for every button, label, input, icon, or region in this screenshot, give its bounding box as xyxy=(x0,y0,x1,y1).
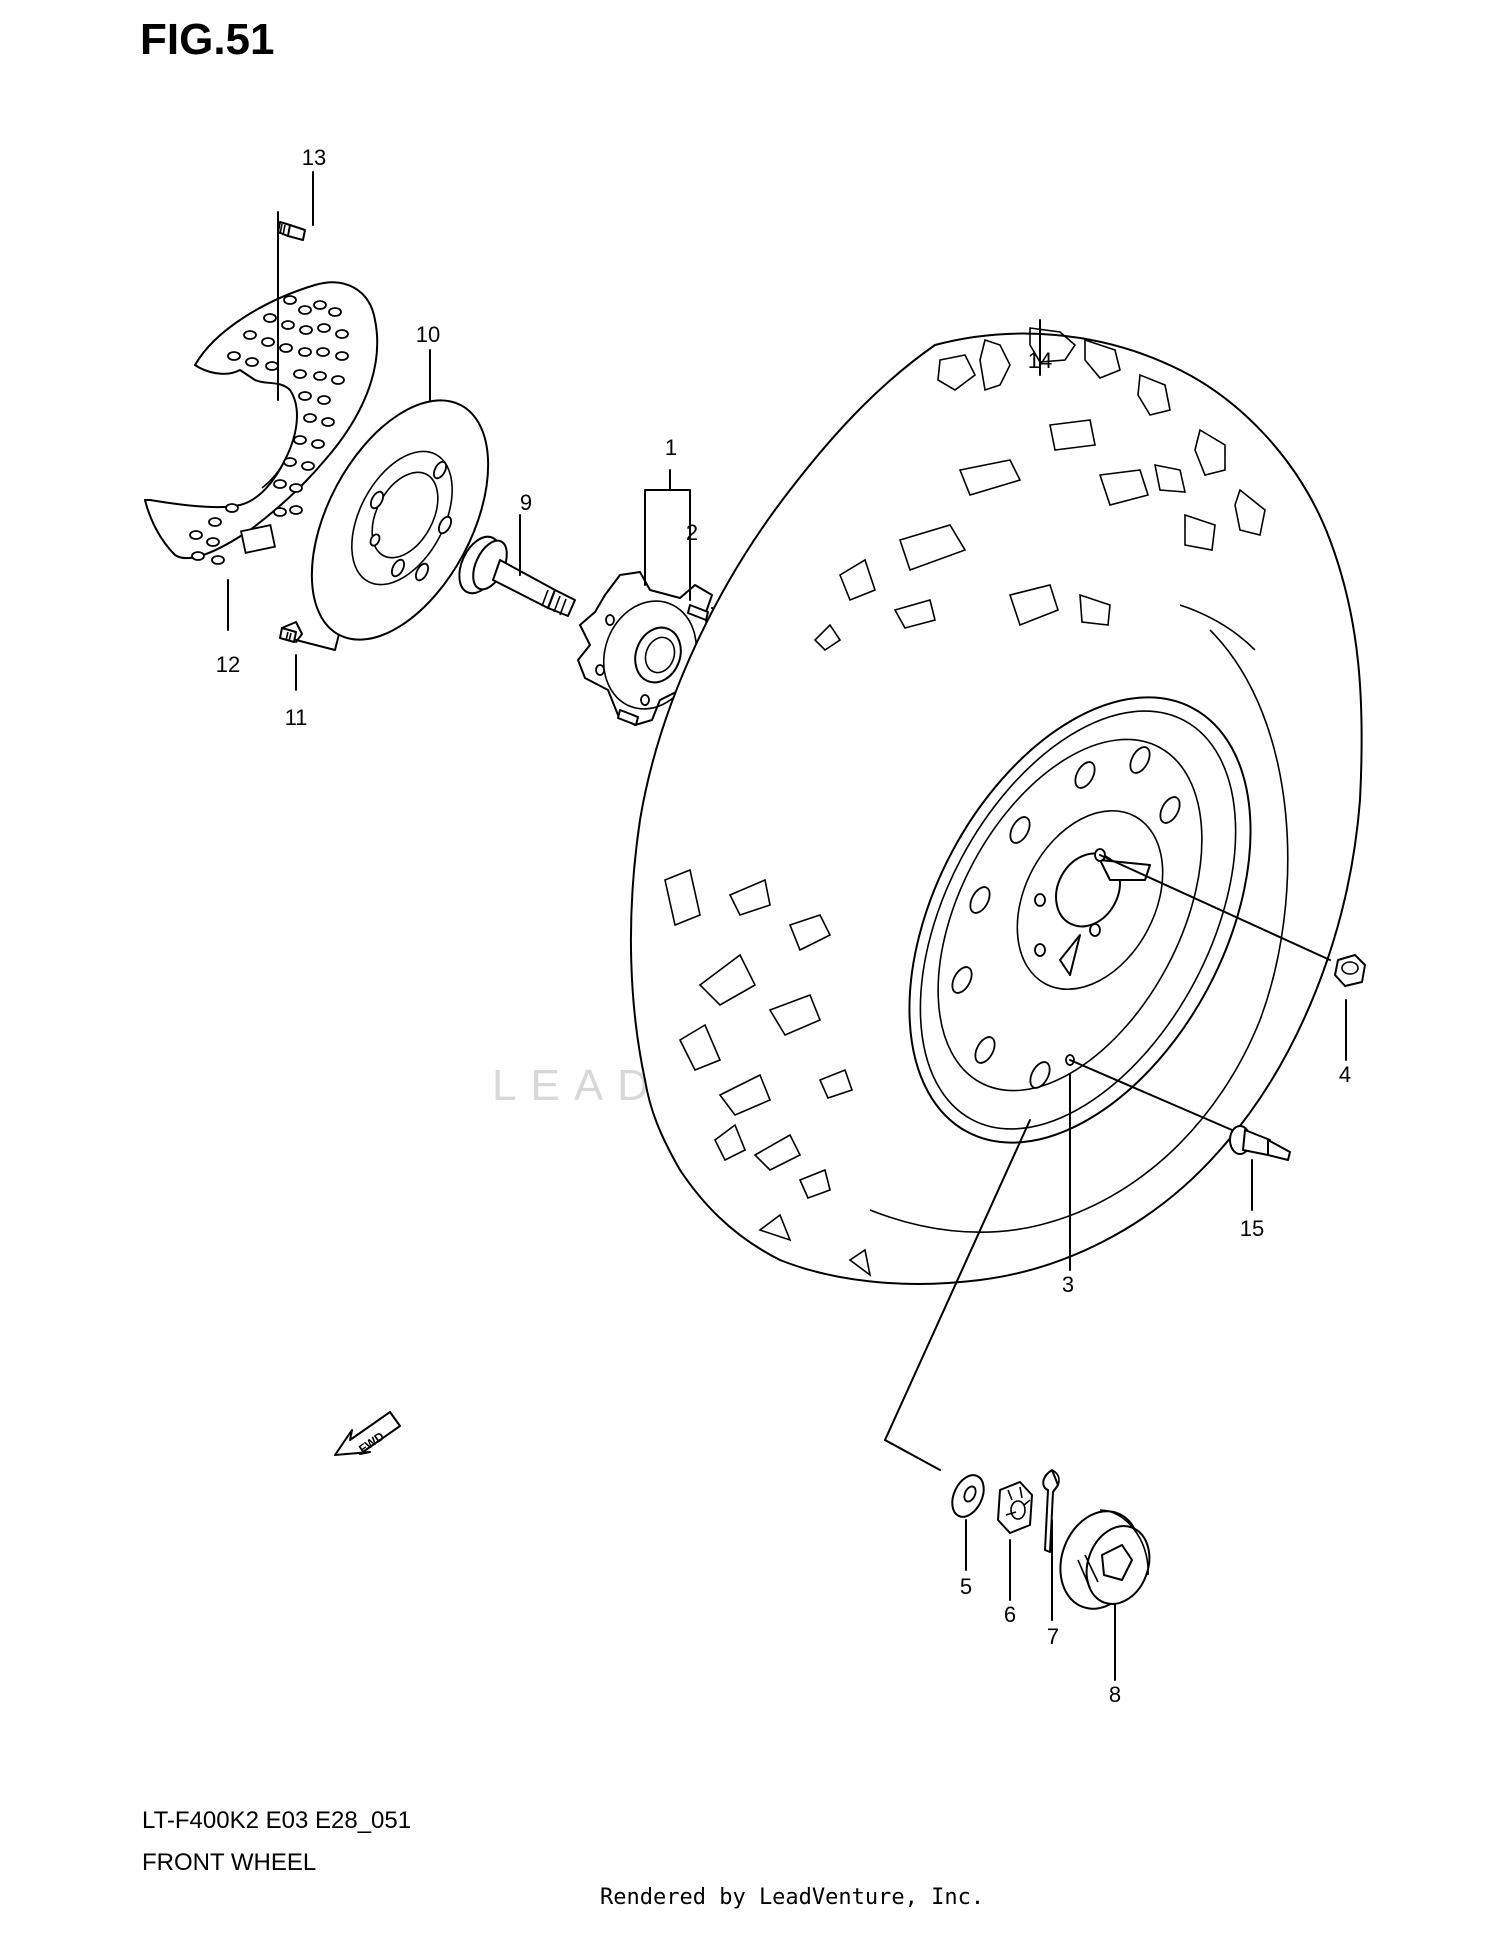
leader-hardware xyxy=(884,1119,1031,1471)
callout-11: 11 xyxy=(285,705,308,730)
washer-5 xyxy=(951,1474,985,1518)
callout-1: 1 xyxy=(665,435,677,460)
callout-labels: 1 2 3 4 5 6 7 8 9 10 11 12 13 14 15 xyxy=(216,145,1351,1707)
tread-blocks xyxy=(664,327,1266,1277)
callout-9: 9 xyxy=(520,490,532,515)
fwd-arrow-icon: FWD xyxy=(334,1411,401,1456)
leader-11 xyxy=(295,629,341,691)
bolt-13 xyxy=(277,221,306,241)
callout-5: 5 xyxy=(960,1574,972,1599)
leader-4 xyxy=(1099,854,1347,1061)
figure-title: FIG.51 xyxy=(140,15,275,64)
section-name: FRONT WHEEL xyxy=(142,1849,316,1876)
castle-nut-6 xyxy=(997,1481,1033,1534)
cover-holes xyxy=(189,295,349,565)
axle-shaft xyxy=(458,535,576,617)
callout-4: 4 xyxy=(1339,1062,1351,1087)
model-code: LT-F400K2 E03 E28_051 xyxy=(142,1807,411,1834)
callout-12: 12 xyxy=(216,652,240,677)
callout-13: 13 xyxy=(302,145,326,170)
cotter-pin-7 xyxy=(1042,1469,1060,1553)
tire-valve-15 xyxy=(1229,1125,1291,1161)
callout-2: 2 xyxy=(686,520,698,545)
brake-disc-cover xyxy=(144,281,379,565)
wheel-rim xyxy=(908,696,1252,1144)
callout-6: 6 xyxy=(1004,1602,1016,1627)
bolt-11 xyxy=(279,621,303,643)
callout-14: 14 xyxy=(1028,348,1052,373)
brake-disc xyxy=(310,399,490,641)
leader-15 xyxy=(1069,1059,1253,1211)
leader-1 xyxy=(644,469,691,586)
callout-15: 15 xyxy=(1240,1216,1264,1241)
wheel-nut-4 xyxy=(1334,954,1366,987)
callout-8: 8 xyxy=(1109,1682,1121,1707)
callout-7: 7 xyxy=(1047,1624,1059,1649)
callout-10: 10 xyxy=(416,322,440,347)
hub-cap-8 xyxy=(1059,1509,1151,1610)
callout-3: 3 xyxy=(1062,1272,1074,1297)
rendered-by: Rendered by LeadVenture, Inc. xyxy=(600,1885,984,1910)
